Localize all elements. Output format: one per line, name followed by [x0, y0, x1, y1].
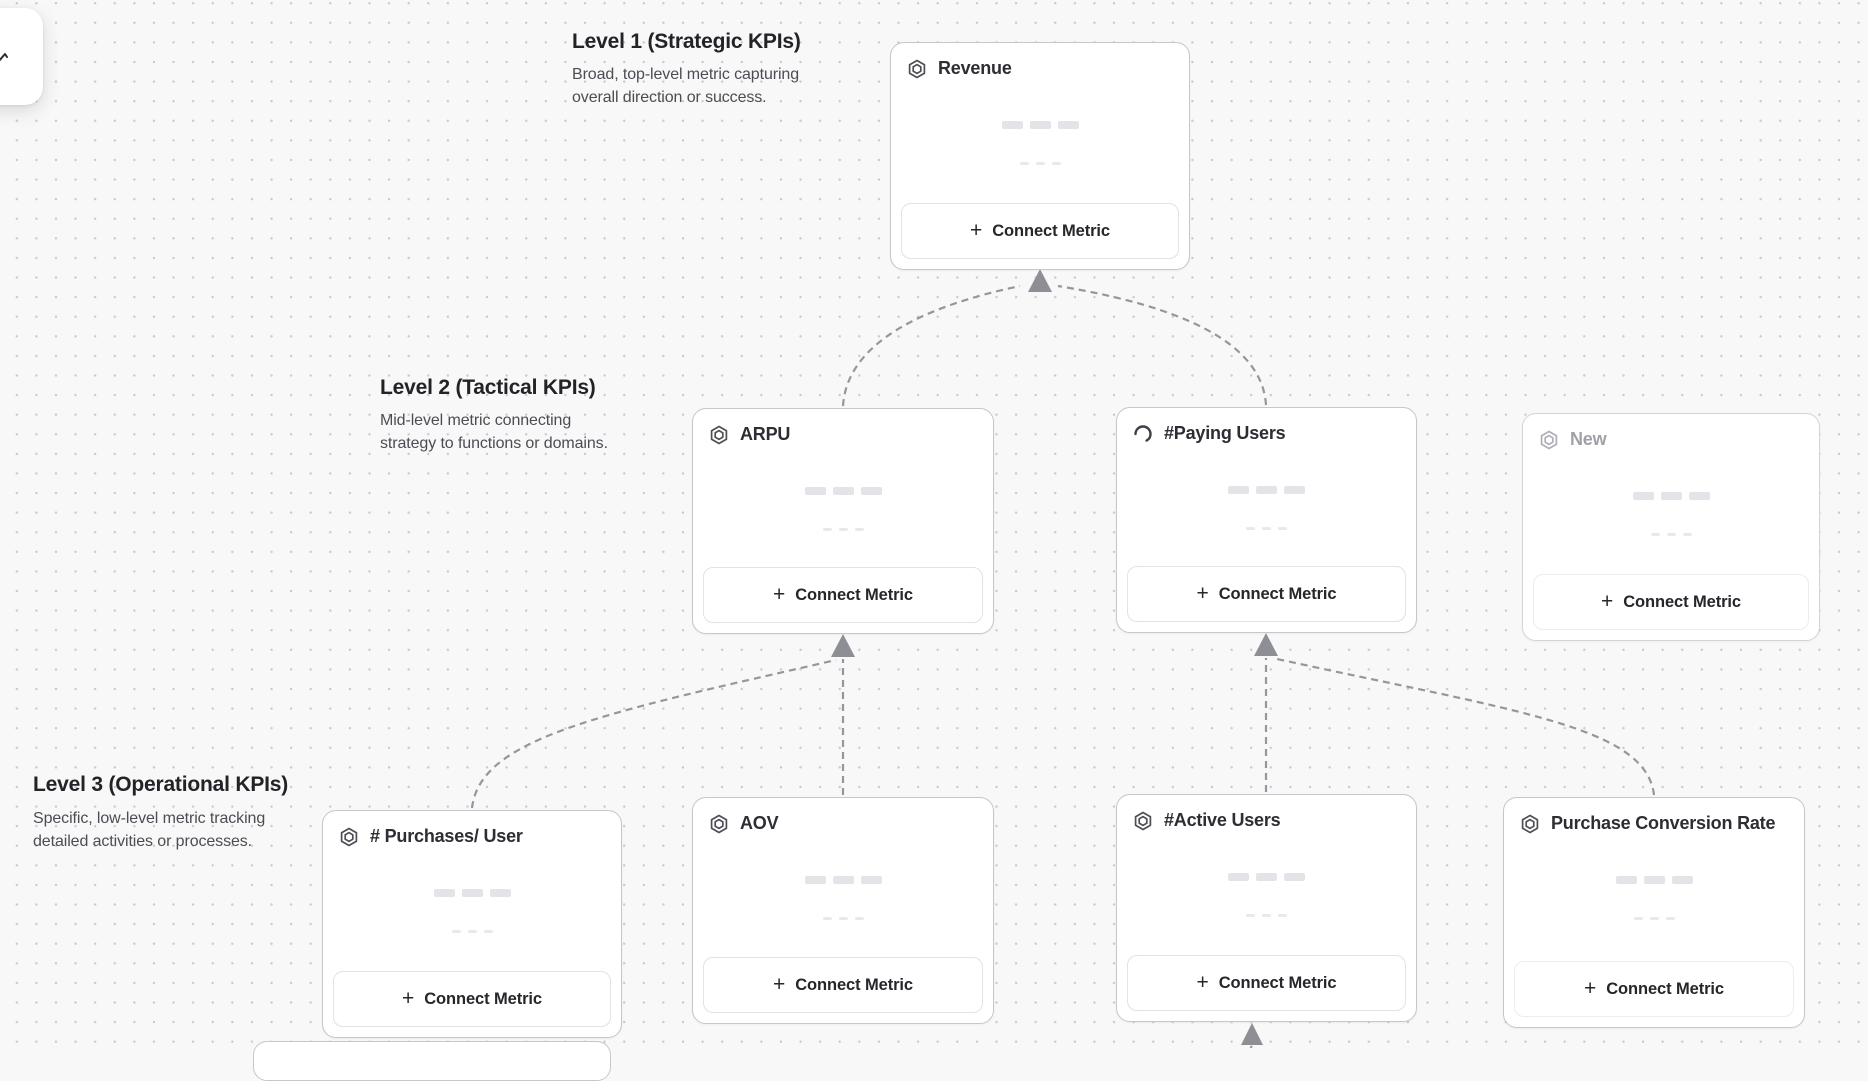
plus-icon: + [1584, 976, 1597, 1000]
connector-payingusers-to-revenue [1057, 284, 1268, 406]
card-header: #Active Users [1117, 795, 1416, 831]
connector-arpu-to-revenue [841, 284, 1021, 407]
connect-metric-button[interactable]: + Connect Metric [1533, 574, 1809, 630]
connect-metric-button[interactable]: + Connect Metric [1127, 566, 1406, 622]
plus-icon: + [1196, 581, 1209, 605]
skeleton-row [891, 162, 1189, 165]
metric-card-aov[interactable]: AOV + Connect Metric [692, 797, 994, 1024]
skeleton-row [1117, 873, 1416, 881]
connect-metric-button[interactable]: + Connect Metric [1127, 955, 1406, 1011]
card-header: Purchase Conversion Rate [1504, 798, 1804, 834]
card-header: New [1523, 414, 1819, 450]
arrowhead-payingusers [1254, 633, 1278, 656]
metric-card-purchase-conversion-rate[interactable]: Purchase Conversion Rate + Connect Metri… [1503, 797, 1805, 1028]
arrowhead-activeusers [1241, 1023, 1263, 1045]
level-3-description: Specific, low-level metric tracking deta… [33, 810, 266, 850]
plus-icon: + [1196, 970, 1209, 994]
connect-metric-label: Connect Metric [1218, 973, 1337, 992]
arrowhead-arpu [831, 634, 855, 657]
card-title: ARPU [740, 424, 791, 444]
card-title: #Active Users [1164, 810, 1281, 830]
hexagon-metric-icon [340, 827, 358, 846]
card-header: #Paying Users [1117, 408, 1416, 444]
skeleton-row [891, 121, 1189, 129]
connect-metric-button[interactable]: + Connect Metric [333, 971, 611, 1027]
card-title: Revenue [938, 58, 1012, 78]
connect-metric-button[interactable]: + Connect Metric [703, 567, 983, 623]
metric-card-partial-offscreen[interactable] [253, 1041, 611, 1081]
skeleton-row [323, 889, 621, 897]
hexagon-metric-icon [710, 425, 728, 444]
level-3-heading: Level 3 (Operational KPIs) [33, 773, 289, 796]
level-1-heading: Level 1 (Strategic KPIs) [572, 30, 801, 53]
metric-card-new[interactable]: New + Connect Metric [1522, 413, 1820, 641]
connect-metric-label: Connect Metric [1606, 979, 1724, 998]
skeleton-row [323, 930, 621, 933]
card-header: Revenue [891, 43, 1189, 79]
skeleton-row [1117, 527, 1416, 530]
connect-metric-button[interactable]: + Connect Metric [1514, 961, 1794, 1017]
connect-metric-label: Connect Metric [1218, 584, 1337, 603]
connector-pcr-to-payingusers [1276, 657, 1656, 796]
card-header: # Purchases/ User [323, 811, 621, 847]
plus-icon: + [970, 218, 983, 242]
skeleton-row [693, 876, 993, 884]
metric-card-arpu[interactable]: ARPU + Connect Metric [692, 408, 994, 634]
hexagon-metric-icon [1540, 430, 1558, 449]
toolbar-panel-fragment[interactable] [0, 8, 43, 105]
card-title: Purchase Conversion Rate [1551, 813, 1776, 833]
connect-metric-label: Connect Metric [795, 975, 913, 994]
skeleton-row [1504, 917, 1804, 920]
spinner-icon [1134, 424, 1152, 443]
skeleton-row [1504, 876, 1804, 884]
card-header: ARPU [693, 409, 993, 445]
plus-icon: + [1601, 589, 1614, 613]
metric-card-active-users[interactable]: #Active Users + Connect Metric [1116, 794, 1417, 1022]
skeleton-row [693, 487, 993, 495]
level-2-heading: Level 2 (Tactical KPIs) [380, 376, 596, 399]
card-title: AOV [740, 813, 779, 833]
card-title: # Purchases/ User [370, 826, 523, 846]
hexagon-metric-icon [1521, 814, 1539, 833]
skeleton-row [1117, 486, 1416, 494]
hexagon-metric-icon [908, 59, 926, 78]
metric-card-paying-users[interactable]: #Paying Users + Connect Metric [1116, 407, 1417, 633]
skeleton-row [1117, 914, 1416, 917]
skeleton-row [693, 917, 993, 920]
metric-card-purchases-per-user[interactable]: # Purchases/ User + Connect Metric [322, 810, 622, 1038]
connect-metric-label: Connect Metric [424, 989, 542, 1008]
hexagon-metric-icon [1134, 811, 1152, 830]
connect-metric-label: Connect Metric [1623, 592, 1741, 611]
arrowhead-revenue [1028, 269, 1052, 292]
connect-metric-label: Connect Metric [795, 585, 913, 604]
connect-metric-label: Connect Metric [992, 221, 1110, 240]
card-title: #Paying Users [1164, 423, 1286, 443]
skeleton-row [1523, 533, 1819, 536]
card-header: AOV [693, 798, 993, 834]
skeleton-row [693, 528, 993, 531]
card-title: New [1570, 429, 1607, 449]
plus-icon: + [773, 972, 786, 996]
connect-metric-button[interactable]: + Connect Metric [901, 203, 1179, 259]
plus-icon: + [773, 582, 786, 606]
level-1-description: Broad, top-level metric capturing overal… [572, 66, 800, 106]
level-2-description: Mid-level metric connecting strategy to … [380, 412, 608, 452]
connect-metric-button[interactable]: + Connect Metric [703, 957, 983, 1013]
metric-card-revenue[interactable]: Revenue + Connect Metric [890, 42, 1190, 270]
cursor-stroke-icon [0, 52, 8, 61]
hexagon-metric-icon [710, 814, 728, 833]
connector-purchases-to-arpu [470, 658, 837, 809]
plus-icon: + [402, 986, 415, 1010]
skeleton-row [1523, 492, 1819, 500]
